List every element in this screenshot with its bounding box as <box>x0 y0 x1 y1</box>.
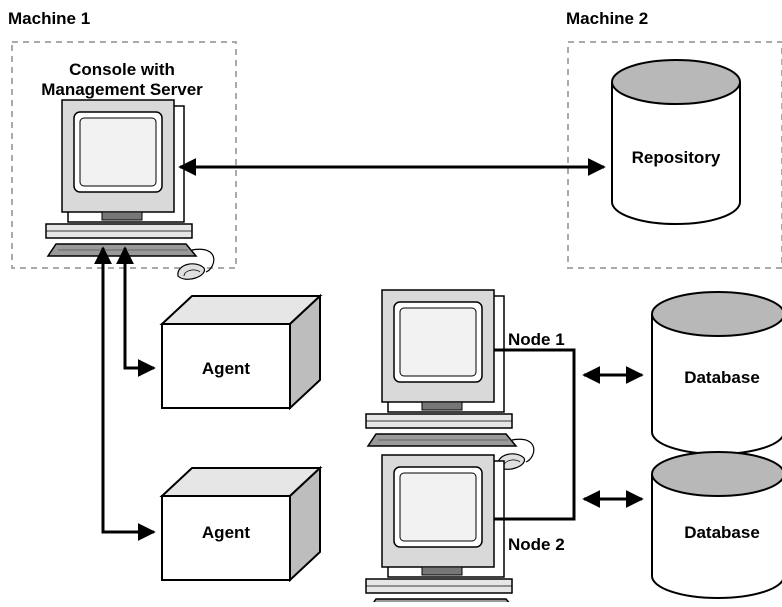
repository-cylinder: Repository <box>611 59 741 225</box>
agent-box-2: Agent <box>159 465 323 583</box>
agent-box-1: Agent <box>159 293 323 411</box>
node-2-label: Node 2 <box>508 535 565 554</box>
console-agent2-connector <box>94 246 156 541</box>
console-computer-icon <box>45 99 215 281</box>
database-1-label: Database <box>684 368 760 387</box>
agent-1-label: Agent <box>202 359 251 378</box>
database-2-label: Database <box>684 523 760 542</box>
console-label-line2: Management Server <box>41 80 203 99</box>
agent-2-label: Agent <box>202 523 251 542</box>
database-cylinder-2: Database <box>651 451 782 599</box>
machine-2-label: Machine 2 <box>566 9 648 28</box>
repository-label: Repository <box>632 148 721 167</box>
node-1-label: Node 1 <box>508 330 565 349</box>
node-2-computer-icon <box>365 454 535 607</box>
database-cylinder-1: Database <box>651 291 782 455</box>
node-interconnect <box>494 348 576 521</box>
node-1-computer-icon <box>365 289 535 471</box>
console-agent1-connector <box>116 246 156 377</box>
machine-1-label: Machine 1 <box>8 9 90 28</box>
console-label-line1: Console with <box>69 60 175 79</box>
